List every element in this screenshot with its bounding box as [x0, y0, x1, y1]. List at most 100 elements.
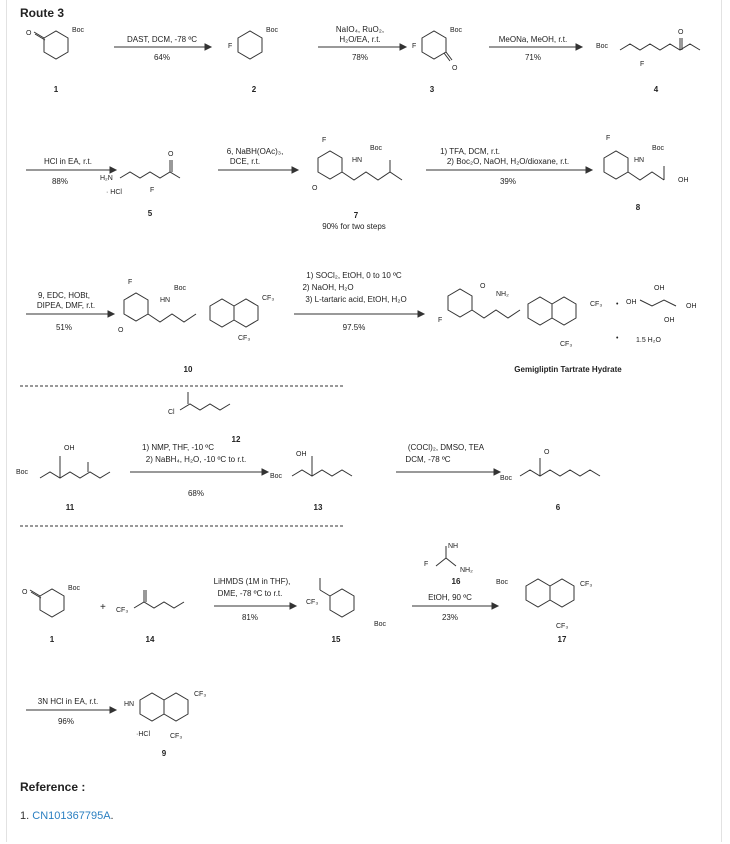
reference-item: 1. CN101367795A. — [20, 810, 114, 822]
structure-compound-1b — [29, 588, 65, 618]
cond-s12-top: EtOH, 90 ºC — [428, 593, 472, 602]
cond-s1-top: DAST, DCM, -78 ºC — [127, 35, 197, 44]
label-boc-c11: Boc — [16, 469, 29, 476]
reaction-scheme: O Boc F Boc F Boc O Boc F O H₂N · HCl F … — [16, 25, 701, 758]
label-boc-c10: Boc — [174, 285, 187, 292]
label-hcl-c5: · HCl — [106, 189, 122, 196]
label-cl-c12: Cl — [168, 409, 175, 416]
cond-s7-top: 9, EDC, HOBt, — [38, 291, 90, 300]
cond-s8-yield: 97.5% — [343, 323, 366, 332]
label-cf3-c15: CF₃ — [306, 599, 318, 606]
label-dot-1: • — [616, 301, 619, 308]
label-nh2-c16: NH₂ — [460, 567, 473, 574]
label-o-c1b: O — [22, 589, 28, 596]
structure-compound-5 — [119, 160, 181, 179]
label-f-c5: F — [150, 187, 154, 194]
label-f-c3: F — [412, 43, 416, 50]
label-boc-c8: Boc — [652, 145, 665, 152]
compound-label-14: 14 — [146, 635, 155, 644]
route-title: Route 3 — [20, 6, 65, 20]
cond-s6-bottom: 2) Boc₂O, NaOH, H₂O/dioxane, r.t. — [447, 157, 569, 166]
reference-link[interactable]: CN101367795A — [32, 810, 111, 822]
compound-label-11: 11 — [66, 503, 75, 512]
label-oh-c11: OH — [64, 445, 75, 452]
label-nh-c9: HN — [124, 701, 134, 708]
cond-s7-bottom: DIPEA, DMF, r.t. — [37, 301, 95, 310]
label-nh-c16: NH — [448, 543, 458, 550]
cond-s10-bottom: DCM, -78 ºC — [405, 455, 450, 464]
cond-s8-mid: 2) NaOH, H₂O — [302, 283, 353, 292]
label-cf3-c17b: CF₃ — [556, 623, 568, 630]
structure-compound-8 — [603, 150, 665, 181]
label-f-c7: F — [322, 137, 326, 144]
structure-compound-7 — [317, 150, 403, 181]
label-f-final: F — [438, 317, 442, 324]
cond-s9-bottom: 2) NaBH₄, H₂O, -10 ºC to r.t. — [146, 455, 246, 464]
compound-label-7: 7 — [354, 211, 359, 220]
label-o-c7: O — [312, 185, 318, 192]
structure-compound-6 — [519, 458, 601, 477]
label-nh-c10: HN — [160, 297, 170, 304]
label-oh-tartrate-1: OH — [626, 299, 637, 306]
reference-suffix: . — [110, 810, 114, 822]
label-nh-c7: HN — [352, 157, 362, 164]
cond-s11-top: LiHMDS (1M in THF), — [214, 577, 291, 586]
label-f-c2: F — [228, 43, 232, 50]
label-cf3-final-b: CF₃ — [560, 341, 572, 348]
label-boc-c6: Boc — [500, 475, 513, 482]
label-o-final: O — [480, 283, 486, 290]
structure-compound-3 — [421, 30, 453, 62]
label-nh2-final: NH₂ — [496, 291, 509, 298]
label-boc-c15: Boc — [374, 621, 387, 628]
compound-label-12: 12 — [232, 435, 241, 444]
cond-s9-yield: 68% — [188, 489, 204, 498]
label-o-c1: O — [26, 30, 32, 37]
compound-label-3: 3 — [430, 85, 435, 94]
cond-s2-bottom: H₂O/EA, r.t. — [339, 35, 380, 44]
label-boc-c4: Boc — [596, 43, 609, 50]
compound-label-2: 2 — [252, 85, 257, 94]
compound-label-9: 9 — [162, 749, 167, 758]
compound-label-1b: 1 — [50, 635, 55, 644]
label-boc-c1: Boc — [72, 27, 85, 34]
label-dot-2: • — [616, 335, 619, 342]
compound-label-10: 10 — [184, 365, 193, 374]
compound-label-16: 16 — [452, 577, 461, 586]
structure-compound-13 — [291, 456, 353, 477]
compound-label-1: 1 — [54, 85, 59, 94]
label-o-c3: O — [452, 65, 458, 72]
cond-s5-bottom: DCE, r.t. — [230, 157, 260, 166]
label-o-c4: O — [678, 29, 684, 36]
cond-s11-bottom: DME, -78 ºC to r.t. — [218, 589, 283, 598]
label-o-c5: O — [168, 151, 174, 158]
label-cf3-c10a: CF₃ — [262, 295, 274, 302]
compound-label-15: 15 — [332, 635, 341, 644]
cond-s11-yield: 81% — [242, 613, 258, 622]
cond-s6-yield: 39% — [500, 177, 516, 186]
compound-label-5: 5 — [148, 209, 153, 218]
reference-heading: Reference : — [20, 780, 86, 794]
compound-label-4: 4 — [654, 85, 659, 94]
label-boc-c13: Boc — [270, 473, 283, 480]
label-boc-c3: Boc — [450, 27, 463, 34]
label-o-c6: O — [544, 449, 550, 456]
content-frame — [6, 0, 722, 842]
cond-s2-top: NaIO₄, RuO₂, — [336, 25, 384, 34]
structure-compound-2 — [237, 30, 263, 60]
label-hcl-c9: ·HCl — [136, 731, 150, 738]
cond-s6-top: 1) TFA, DCM, r.t. — [440, 147, 500, 156]
label-cf3-final-a: CF₃ — [590, 301, 602, 308]
label-cf3-c17a: CF₃ — [580, 581, 592, 588]
label-f-c10: F — [128, 279, 132, 286]
label-cf3-c10b: CF₃ — [238, 335, 250, 342]
cond-s7-yield: 51% — [56, 323, 72, 332]
label-oh-tartrate-4: OH — [664, 317, 675, 324]
structure-compound-14 — [133, 590, 185, 609]
label-oh-tartrate-3: OH — [686, 303, 697, 310]
label-f-c4: F — [640, 61, 644, 68]
structure-compound-10 — [123, 292, 259, 328]
cond-s9-top: 1) NMP, THF, -10 ºC — [142, 443, 214, 452]
structure-compound-1 — [33, 30, 69, 60]
label-hydrate: 1.5 H₂O — [636, 337, 661, 344]
compound-label-13: 13 — [314, 503, 323, 512]
